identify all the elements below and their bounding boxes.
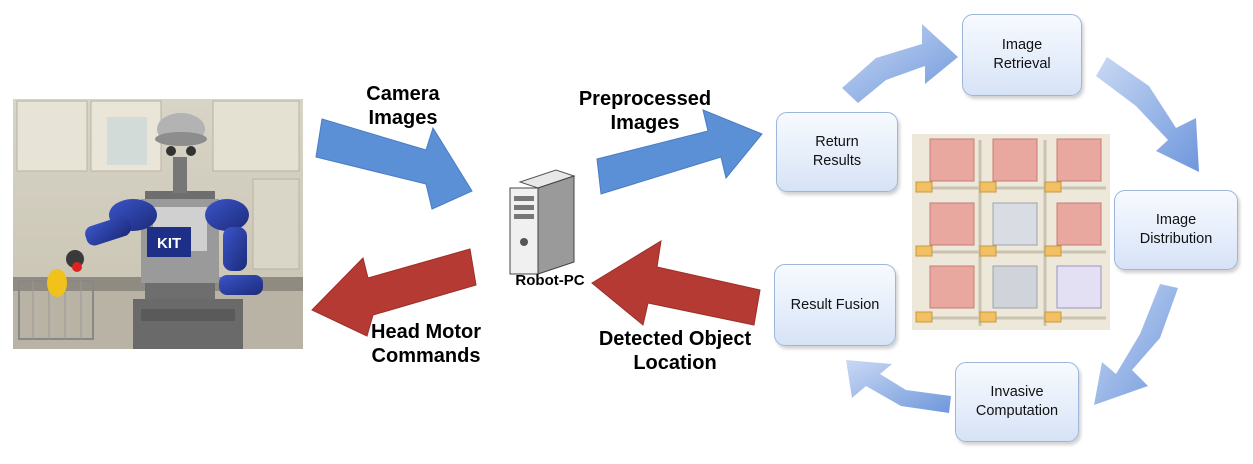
detected-object-location-line2: Location <box>633 352 717 374</box>
robot-pc-label: Robot-PC <box>515 272 585 289</box>
preprocessed-images-line1: Preprocessed <box>578 88 712 110</box>
cycle-arrow-right-bottom <box>1094 284 1178 405</box>
step-image-distribution: Image Distribution <box>1114 190 1238 270</box>
camera-images-label: Camera Images <box>348 82 458 130</box>
robot-logo: KIT <box>157 235 181 252</box>
detected-object-location-label: Detected Object Location <box>585 327 765 375</box>
image-retrieval-line1: Image <box>1001 37 1043 53</box>
head-motor-commands-label: Head Motor Commands <box>356 320 496 368</box>
step-image-retrieval: Image Retrieval <box>962 14 1082 96</box>
image-retrieval-line2: Retrieval <box>993 56 1051 72</box>
camera-images-line1: Camera <box>366 83 440 105</box>
head-motor-commands-line2: Commands <box>371 345 481 367</box>
robot-photo: KIT <box>13 99 303 349</box>
invasive-computation-line1: Invasive <box>990 384 1044 400</box>
image-distribution-line2: Distribution <box>1139 231 1213 247</box>
result-fusion-line1: Result Fusion <box>790 296 880 313</box>
step-invasive-computation: Invasive Computation <box>955 362 1079 442</box>
detected-object-location-arrow <box>591 240 761 326</box>
preprocessed-images-arrow <box>596 109 763 195</box>
head-motor-commands-arrow <box>311 248 477 337</box>
cycle-arrow-right-top <box>1096 57 1199 172</box>
cycle-arrow-top <box>842 24 958 103</box>
preprocessed-images-label: Preprocessed Images <box>562 87 728 135</box>
camera-images-arrow <box>315 118 473 210</box>
return-results-line1: Return <box>815 134 859 150</box>
image-distribution-line1: Image <box>1155 212 1197 228</box>
step-return-results: Return Results <box>776 112 898 192</box>
multicore-chip-grid <box>912 134 1110 330</box>
return-results-line2: Results <box>812 153 862 169</box>
robot-photo-art: KIT <box>13 99 303 349</box>
cycle-arrow-bottom <box>846 360 951 413</box>
detected-object-location-line1: Detected Object <box>598 328 752 350</box>
preprocessed-images-line2: Images <box>610 112 680 134</box>
head-motor-commands-line1: Head Motor <box>371 321 481 343</box>
step-result-fusion: Result Fusion <box>774 264 896 346</box>
camera-images-line2: Images <box>368 107 438 129</box>
invasive-computation-line2: Computation <box>975 403 1059 419</box>
robot-pc-icon <box>509 169 576 275</box>
